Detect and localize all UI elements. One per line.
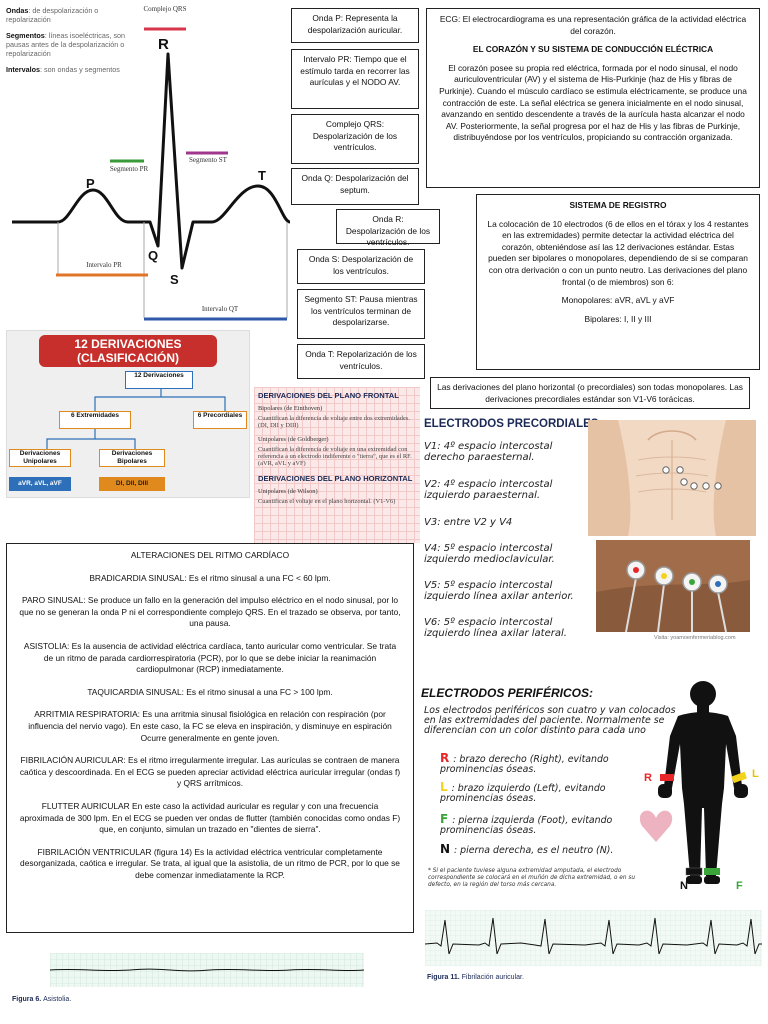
wilson-desc: Cuantifican el voltaje en el plano horiz…: [258, 498, 396, 505]
registro-bipolares: Bipolares: I, II y III: [584, 313, 652, 324]
unipolares-leads: aVR, aVL, aVF: [9, 477, 71, 491]
einthoven-label: Bipolares (de Einthoven): [258, 405, 323, 412]
body-label-n: N: [680, 880, 688, 892]
box-segmento-st: Segmento ST: Pausa mientras los ventrícu…: [297, 289, 425, 339]
body-label-r: R: [644, 772, 652, 784]
wave-t-label: T: [258, 168, 266, 183]
qt-interval-label: Intervalo QT: [201, 305, 239, 313]
precordiales-title: ELECTRODOS PRECORDIALES: [424, 418, 599, 430]
horizontal-heading: DERIVACIONES DEL PLANO HORIZONTAL: [258, 474, 413, 483]
registro-box: SISTEMA DE REGISTRO La colocación de 10 …: [476, 194, 760, 370]
wave-q-label: Q: [148, 248, 159, 263]
alteraciones-box: ALTERACIONES DEL RITMO CARDÍACO BRADICAR…: [6, 543, 414, 933]
periferico-f: F: pierna izquierda (Foot), evitando pro…: [440, 812, 613, 836]
wave-r-label: R: [158, 36, 169, 53]
figure-11-caption: Figura 11. Fibrilación auricular.: [427, 974, 524, 981]
registro-body: La colocación de 10 electrodos (6 de ell…: [487, 218, 749, 287]
wilson-label: Unipolares (de Wilson): [258, 488, 318, 495]
legend-segmentos: Segmentos: líneas isoeléctricas, son pau…: [6, 30, 126, 59]
alteracion-arritmia-respiratoria: ARRITMIA RESPIRATORIA: Es una arritmia s…: [28, 709, 392, 743]
registro-monopolares: Monopolares: aVR, aVL y aVF: [561, 295, 675, 306]
perifericos-intro: Los electrodos periféricos son cuatro y …: [424, 705, 676, 736]
electrodes-photo: [596, 540, 750, 632]
pr-interval-label: Intervalo PR: [86, 261, 122, 269]
alteracion-taquicardia: TAQUICARDIA SINUSAL: Es el ritmo sinusal…: [87, 686, 333, 697]
wave-s-label: S: [170, 272, 179, 287]
precordial-v4: V4: 5º espacio intercostal izquierdo med…: [424, 543, 555, 565]
planos-panel: DERIVACIONES DEL PLANO FRONTAL Bipolares…: [254, 387, 420, 543]
precordiales-node: 6 Precordiales: [193, 411, 247, 429]
ecg-legend: Ondas: de despolarización o repolarizaci…: [6, 6, 130, 80]
box-intervalo-pr: Intervalo PR: Tiempo que el estímulo tar…: [291, 49, 419, 109]
precordial-v6: V6: 5º espacio intercostal izquierdo lín…: [424, 617, 567, 639]
wave-p-label: P: [86, 176, 95, 191]
registro-heading: SISTEMA DE REGISTRO: [569, 200, 667, 210]
body-silhouette-image: [640, 681, 748, 884]
alteracion-fibrilacion-ventricular: FIBRILACIÓN VENTRICULAR (figura 14) Es l…: [20, 846, 400, 880]
asistolia-strip-image: [50, 953, 364, 987]
goldberger-desc: Cuantifican la diferencia de voltaje en …: [258, 446, 412, 467]
precordial-v5: V5: 5º espacio intercostal izquierdo lín…: [424, 580, 574, 602]
perifericos-title: ELECTRODOS PERIFÉRICOS:: [421, 686, 594, 700]
legend-intervalos: Intervalos: son ondas y segmentos: [6, 64, 120, 74]
body-label-l: L: [752, 768, 759, 780]
precordial-v3: V3: entre V2 y V4: [424, 517, 513, 528]
alteraciones-heading: ALTERACIONES DEL RITMO CARDÍACO: [130, 550, 290, 560]
derivaciones-classification-chart: 12 DERIVACIONES (CLASIFICACIÓN) 12 Deriv…: [6, 330, 250, 498]
pr-segment-label: Segmento PR: [109, 165, 149, 173]
box-onda-p: Onda P: Representa la despolarización au…: [291, 8, 419, 43]
legend-ondas: Ondas: de despolarización o repolarizaci…: [6, 6, 99, 25]
periferico-r: R: brazo derecho (Right), evitando promi…: [440, 751, 609, 775]
box-complejo-qrs: Complejo QRS: Despolarización de los ven…: [291, 114, 419, 164]
box-onda-q: Onda Q: Despolarización del septum.: [291, 168, 419, 205]
derivaciones-title: 12 DERIVACIONES (CLASIFICACIÓN): [39, 335, 217, 367]
body-label-f: F: [736, 880, 743, 892]
conduction-body: El corazón posee su propia red eléctrica…: [439, 62, 747, 143]
bipolares-node: Derivaciones Bipolares: [99, 449, 165, 467]
conduction-heading: EL CORAZÓN Y SU SISTEMA DE CONDUCCIÓN EL…: [472, 44, 714, 55]
periferico-n: N: pierna derecha, es el neutro (N).: [440, 842, 614, 856]
root-node: 12 Derivaciones: [125, 371, 193, 389]
perifericos-note: * Si el paciente tuviese alguna extremid…: [428, 868, 636, 888]
bipolares-leads: DI, DII, DIII: [99, 477, 165, 491]
ecg-definition: ECG: El electrocardiograma es una repres…: [439, 14, 747, 36]
alteracion-asistolia: ASISTOLIA: Es la ausencia de actividad e…: [23, 640, 397, 675]
ecg-intro-box: ECG: El electrocardiograma es una repres…: [426, 8, 760, 188]
alteracion-fibrilacion-auricular: FIBRILACIÓN AURICULAR: Es el ritmo irreg…: [19, 755, 401, 789]
figure-6-caption: Figura 6. Asistolia.: [12, 996, 72, 1003]
qrs-label: Complejo QRS: [143, 5, 187, 13]
extremidades-node: 6 Extremidades: [59, 411, 131, 429]
periferico-l: L: brazo izquierdo (Left), evitando prom…: [440, 780, 606, 804]
alteracion-flutter-auricular: FLUTTER AURICULAR En este caso la activi…: [19, 800, 401, 835]
precordial-v2: V2: 4º espacio intercostal izquierdo par…: [424, 479, 553, 501]
frontal-heading: DERIVACIONES DEL PLANO FRONTAL: [258, 391, 399, 400]
box-onda-r: Onda R: Despolarización de los ventrícul…: [336, 209, 440, 247]
goldberger-label: Unipolares (de Goldberger): [258, 436, 329, 443]
horizontal-note-box: Las derivaciones del plano horizontal (o…: [430, 377, 750, 409]
ecg-waveform-diagram: [12, 27, 290, 321]
einthoven-desc: Cuantifican la diferencia de voltaje ent…: [258, 415, 410, 429]
precordiales-credit: Visita: yoamoenfermeriablog.com: [654, 635, 736, 641]
precordial-v1: V1: 4º espacio intercostal derecho parae…: [424, 441, 553, 463]
chest-electrodes-image: [588, 420, 756, 536]
st-segment-label: Segmento ST: [189, 156, 227, 164]
unipolares-node: Derivaciones Unipolares: [9, 449, 71, 467]
box-onda-t: Onda T: Repolarización de los ventrículo…: [297, 344, 425, 379]
box-onda-s: Onda S: Despolarización de los ventrícul…: [297, 249, 425, 284]
alteracion-bradicardia: BRADICARDIA SINUSAL: Es el ritmo sinusal…: [89, 572, 331, 583]
fibrilacion-auricular-strip-image: [425, 910, 762, 966]
alteracion-paro-sinusal: PARO SINUSAL: Se produce un fallo en la …: [19, 595, 401, 629]
ecg-trace: [12, 52, 290, 270]
